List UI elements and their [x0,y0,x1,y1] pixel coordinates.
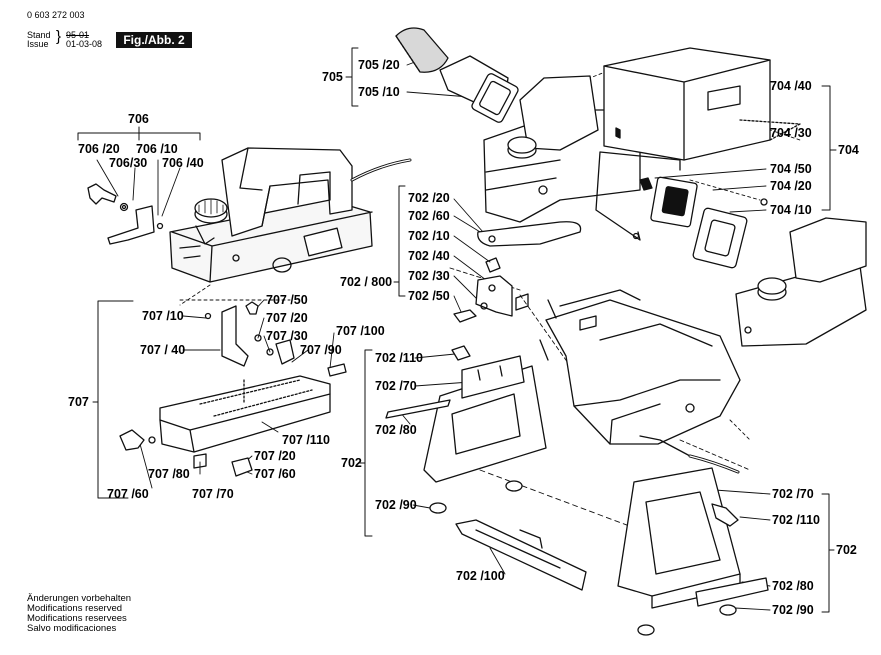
part-702-stand-b [617,467,769,636]
callout-702-30: 702 /30 [408,269,450,283]
callout-702-80-b: 702 /80 [772,579,814,593]
callout-702-40: 702 /40 [408,249,450,263]
callout-702-90-b: 702 /90 [772,603,814,617]
planer-right-drawing [735,217,867,347]
part-702-800 [453,221,582,323]
callout-702-800: 702 / 800 [340,275,393,289]
part-704-box [595,47,801,269]
callout-704-20: 704 /20 [770,179,812,193]
callout-702-10: 702 /10 [408,229,450,243]
part-707-guide [119,301,347,477]
callout-707-60: 707 /60 [254,467,296,481]
callout-705: 705 [322,70,343,84]
callout-704-50: 704 /50 [770,162,812,176]
callout-704: 704 [838,143,859,157]
callout-707-20: 707 /20 [266,311,308,325]
callout-702-70-b: 702 /70 [772,487,814,501]
callout-707-50: 707 /50 [266,293,308,307]
stand-label: Stand [27,30,51,40]
footer-line-en: Modifications reserved [27,603,123,614]
callout-707-40: 707 / 40 [140,343,186,357]
footer-line-fr: Modifications reservees [27,613,127,624]
part-705-dust-bag [395,27,519,123]
part-706-small [87,183,164,245]
issue-value: 01-03-08 [66,39,103,49]
callout-705-20: 705 /20 [358,58,400,72]
issue-label: Issue [27,39,49,49]
callout-707-110: 707 /110 [282,433,330,447]
part-number: 0 603 272 003 [27,10,85,20]
callout-707-20-b: 707 /20 [254,449,296,463]
callout-704-40: 704 /40 [770,79,812,93]
callout-702-b: 702 [836,543,857,557]
callout-707-100: 707 /100 [336,324,385,338]
callout-702-110-b: 702 /110 [772,513,820,527]
callout-704-30: 704 /30 [770,126,812,140]
callout-702-a: 702 [341,456,362,470]
callout-706-30: 706/30 [109,156,148,170]
callout-702-20: 702 /20 [408,191,450,205]
callout-704-10: 704 /10 [770,203,812,217]
callout-707-10: 707 /10 [142,309,184,323]
callout-702-100: 702 /100 [456,569,505,583]
callout-702-50: 702 /50 [408,289,450,303]
callout-706-40: 706 /40 [162,156,204,170]
callout-706-20: 706 /20 [78,142,120,156]
callout-702-110-a: 702 /110 [375,351,423,365]
callout-706-10: 706 /10 [136,142,178,156]
callout-702-90-a: 702 /90 [375,498,417,512]
footer-line-es: Salvo modificaciones [27,623,117,634]
callout-702-70-a: 702 /70 [375,379,417,393]
callout-707: 707 [68,395,89,409]
callout-707-30: 707 /30 [266,329,308,343]
figure-label: Fig./Abb. 2 [116,32,192,48]
stand-value: 95-01 [66,30,90,40]
callout-707-80: 707 /80 [148,467,190,481]
planer-left-drawing [169,147,412,283]
callout-707-90: 707 /90 [300,343,342,357]
part-702-stand-a [385,345,587,591]
callout-707-60-b: 707 /60 [107,487,149,501]
callout-707-70: 707 /70 [192,487,234,501]
callout-702-80-a: 702 /80 [375,423,417,437]
group-brackets [77,47,837,613]
header-brace: } [56,28,62,45]
callout-702-60: 702 /60 [408,209,450,223]
callout-706: 706 [128,112,149,126]
planer-center-drawing [483,75,641,223]
footer-line-de: Änderungen vorbehalten [27,593,132,604]
callout-705-10: 705 /10 [358,85,400,99]
planer-base-drawing [539,289,741,474]
